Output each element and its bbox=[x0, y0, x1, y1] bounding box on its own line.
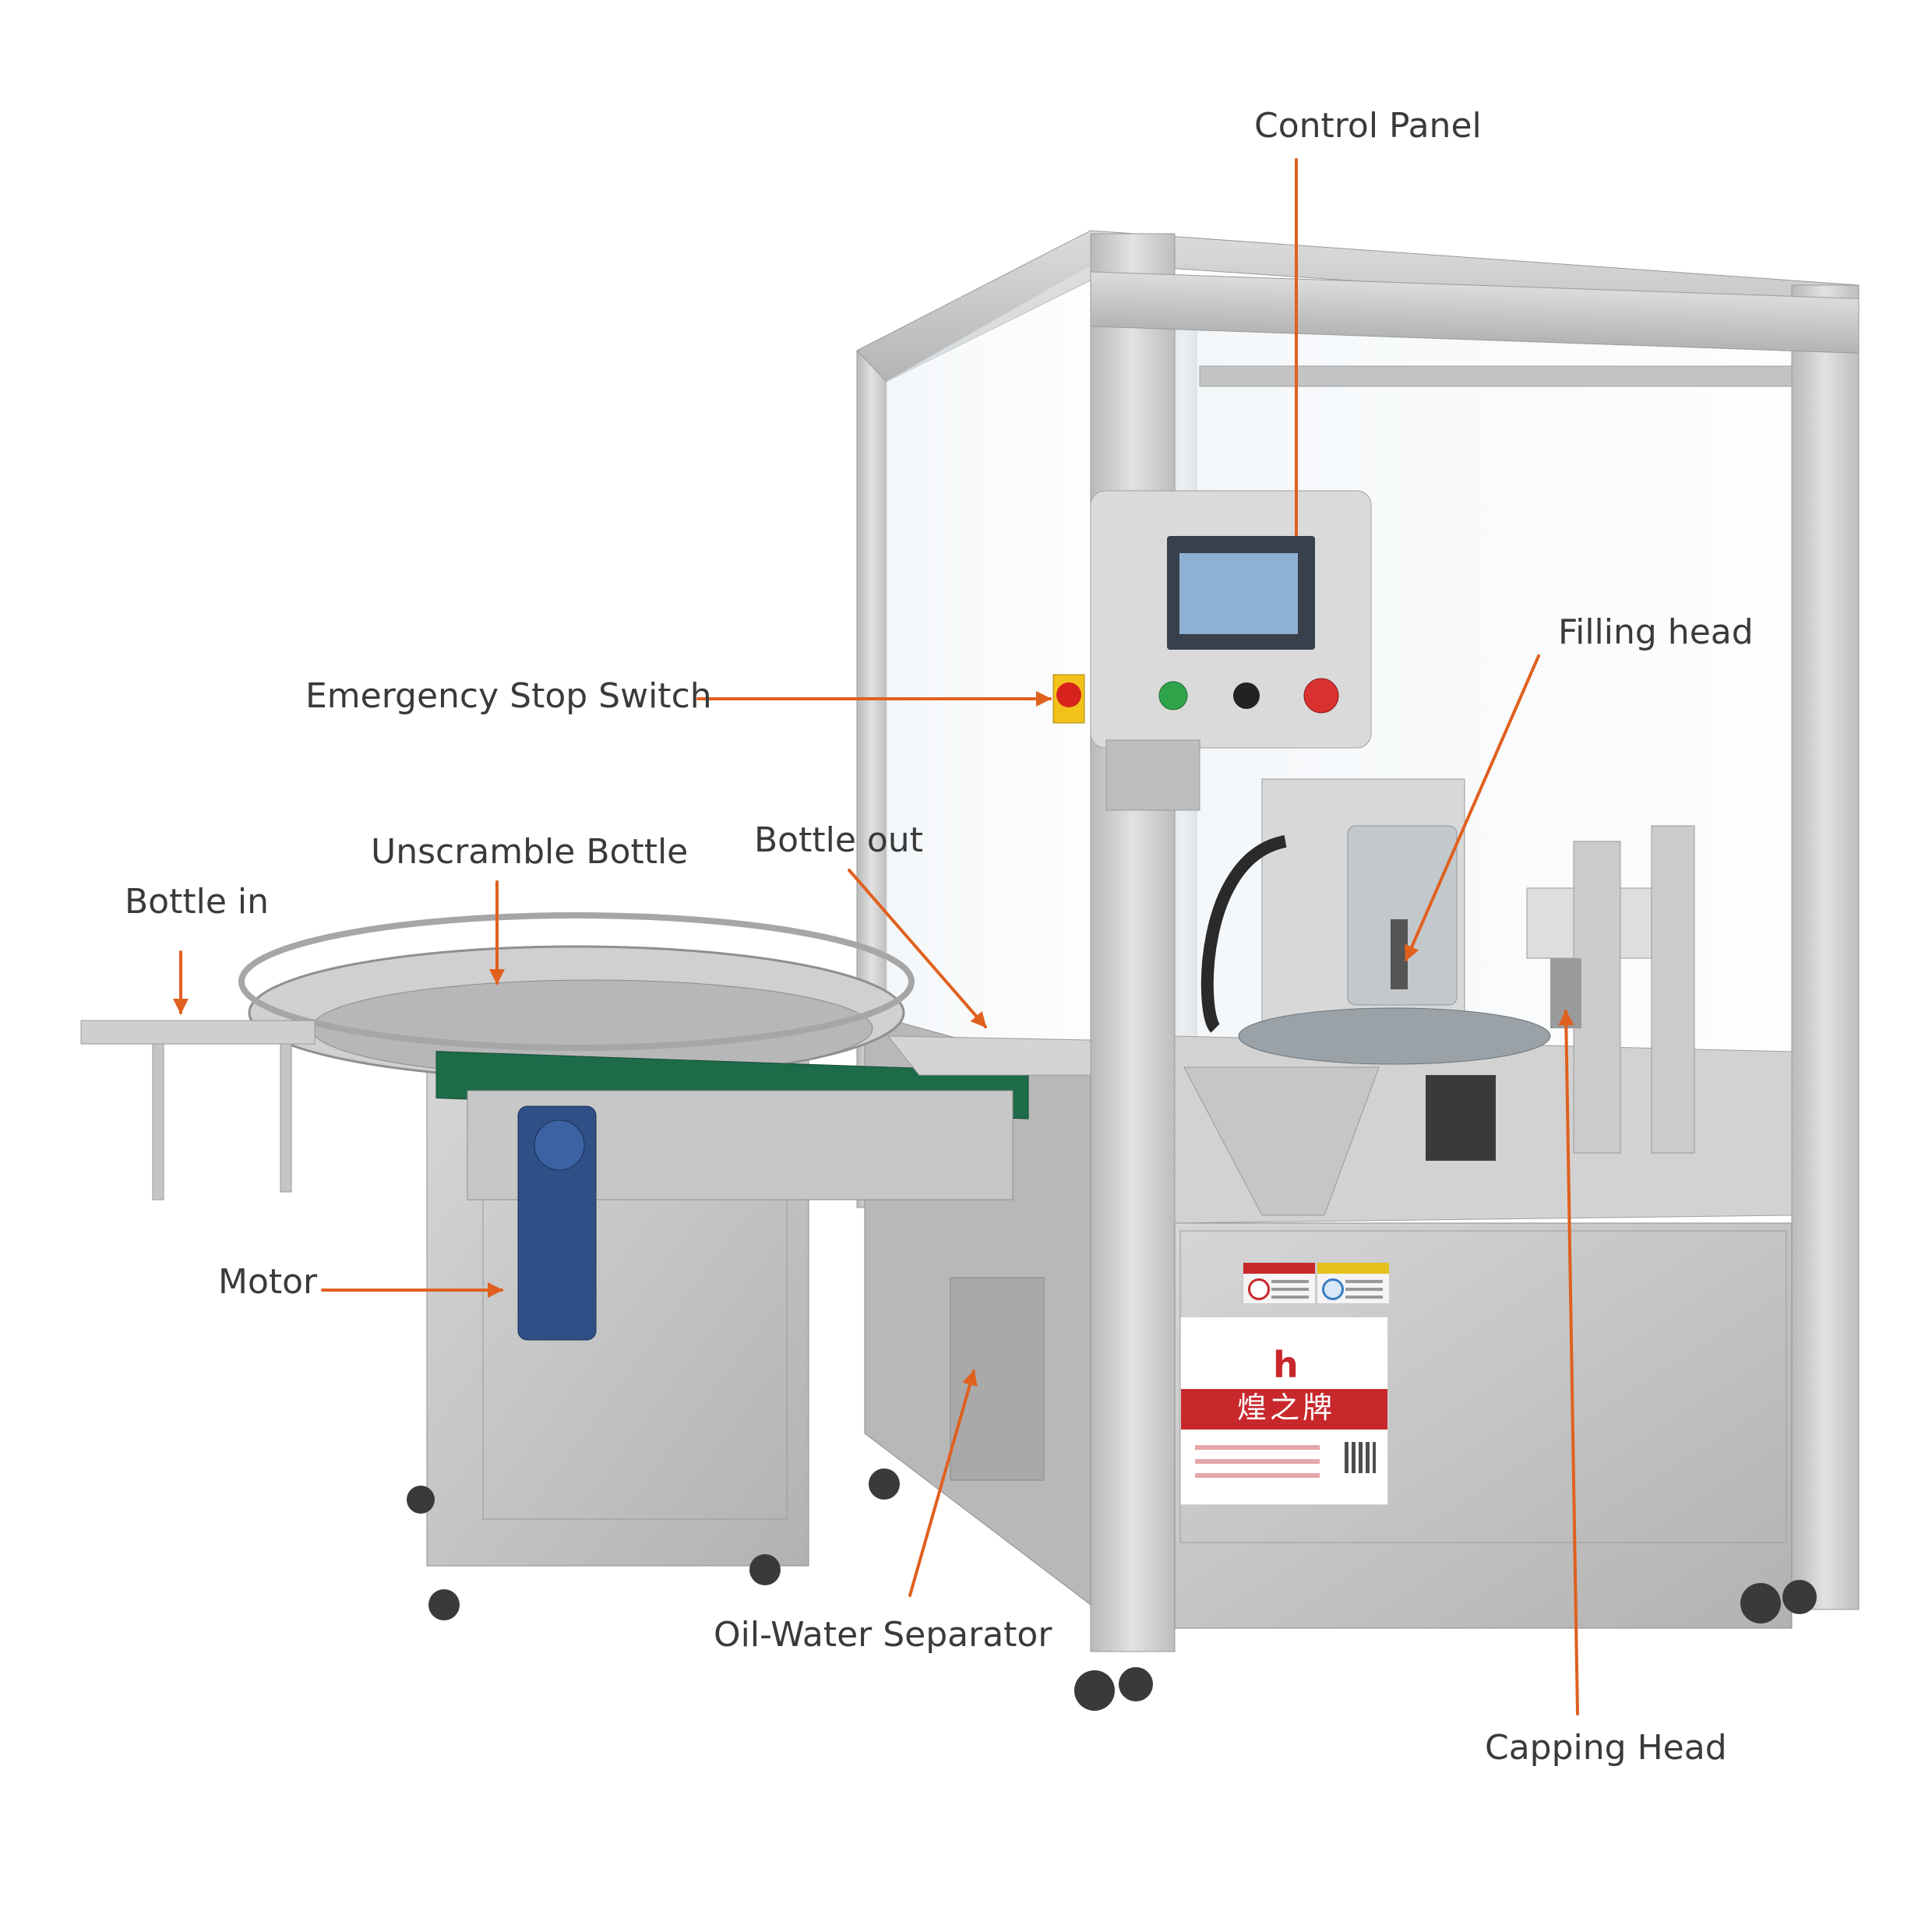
start-button bbox=[1158, 681, 1188, 710]
frame-post-front-right bbox=[1791, 284, 1860, 1610]
drive-motor bbox=[517, 1105, 597, 1341]
separator-door bbox=[950, 1277, 1045, 1481]
casters bbox=[407, 1468, 1817, 1711]
star-wheel bbox=[1238, 1007, 1551, 1065]
caster-3 bbox=[1740, 1583, 1781, 1624]
arrow-capping-head bbox=[1558, 1010, 1579, 1715]
infeed-rail bbox=[80, 1020, 316, 1045]
label-filling-head: Filling head bbox=[1558, 612, 1754, 652]
caster-5 bbox=[428, 1589, 460, 1620]
brand-logo: h bbox=[1273, 1344, 1299, 1386]
infeed-leg-2 bbox=[280, 1043, 292, 1193]
unscrambler bbox=[80, 912, 1091, 1567]
label-bottle-in: Bottle in bbox=[125, 882, 270, 922]
caster-8 bbox=[869, 1468, 900, 1500]
hopper bbox=[1183, 1066, 1380, 1216]
arrow-bottle-out bbox=[848, 869, 987, 1028]
hmi-touchscreen bbox=[1167, 536, 1315, 650]
hose bbox=[1200, 835, 1287, 1033]
capping-column-2 bbox=[1651, 825, 1695, 1154]
caution-warning-label bbox=[1317, 1262, 1390, 1304]
brand-nameplate: h 煌之牌 bbox=[1180, 1317, 1388, 1505]
caster-7 bbox=[407, 1486, 435, 1514]
caster-2 bbox=[1119, 1667, 1153, 1701]
nameplate-fine-print bbox=[1195, 1445, 1320, 1487]
frame-cross-beam bbox=[1199, 365, 1793, 387]
filling-nozzle bbox=[1391, 919, 1408, 989]
label-emergency-stop: Emergency Stop Switch bbox=[305, 676, 712, 716]
danger-warning-label bbox=[1243, 1262, 1316, 1304]
brand-band bbox=[1181, 1389, 1387, 1430]
arrow-filling-head bbox=[1405, 654, 1540, 961]
caster-6 bbox=[749, 1554, 781, 1585]
label-control-panel: Control Panel bbox=[1254, 106, 1482, 146]
prohibition-icon bbox=[1248, 1278, 1270, 1300]
label-motor: Motor bbox=[218, 1262, 318, 1302]
label-capping-head: Capping Head bbox=[1485, 1728, 1727, 1768]
drive-motor-face bbox=[534, 1119, 585, 1171]
turntable-guard-rail bbox=[238, 912, 915, 1051]
control-box-base bbox=[1105, 739, 1200, 811]
infeed-leg-1 bbox=[152, 1043, 164, 1200]
label-bottle-out: Bottle out bbox=[754, 820, 923, 860]
selector-switch bbox=[1233, 682, 1260, 709]
bottle-out-chute bbox=[887, 1035, 1091, 1076]
caster-1 bbox=[1074, 1670, 1115, 1711]
emergency-stop-button bbox=[1056, 682, 1081, 707]
servo-motor bbox=[1426, 1075, 1496, 1161]
callout-arrows bbox=[173, 158, 1579, 1715]
label-oil-water-separator: Oil-Water Separator bbox=[714, 1615, 1052, 1655]
mandatory-icon bbox=[1322, 1278, 1344, 1300]
frame-post-front-left bbox=[1090, 233, 1176, 1652]
label-unscramble-bottle: Unscramble Bottle bbox=[371, 832, 689, 872]
filling-capping-mechanism bbox=[1200, 778, 1695, 1161]
stop-button bbox=[1303, 678, 1339, 714]
brand-name: 煌之牌 bbox=[1237, 1391, 1336, 1425]
caster-4 bbox=[1782, 1580, 1817, 1614]
filling-turret bbox=[1347, 825, 1458, 1006]
arrow-oil-water-separator bbox=[908, 1370, 978, 1597]
frame-top-front bbox=[1090, 271, 1860, 354]
hmi-display bbox=[1179, 553, 1298, 634]
qr-code bbox=[1345, 1442, 1376, 1473]
